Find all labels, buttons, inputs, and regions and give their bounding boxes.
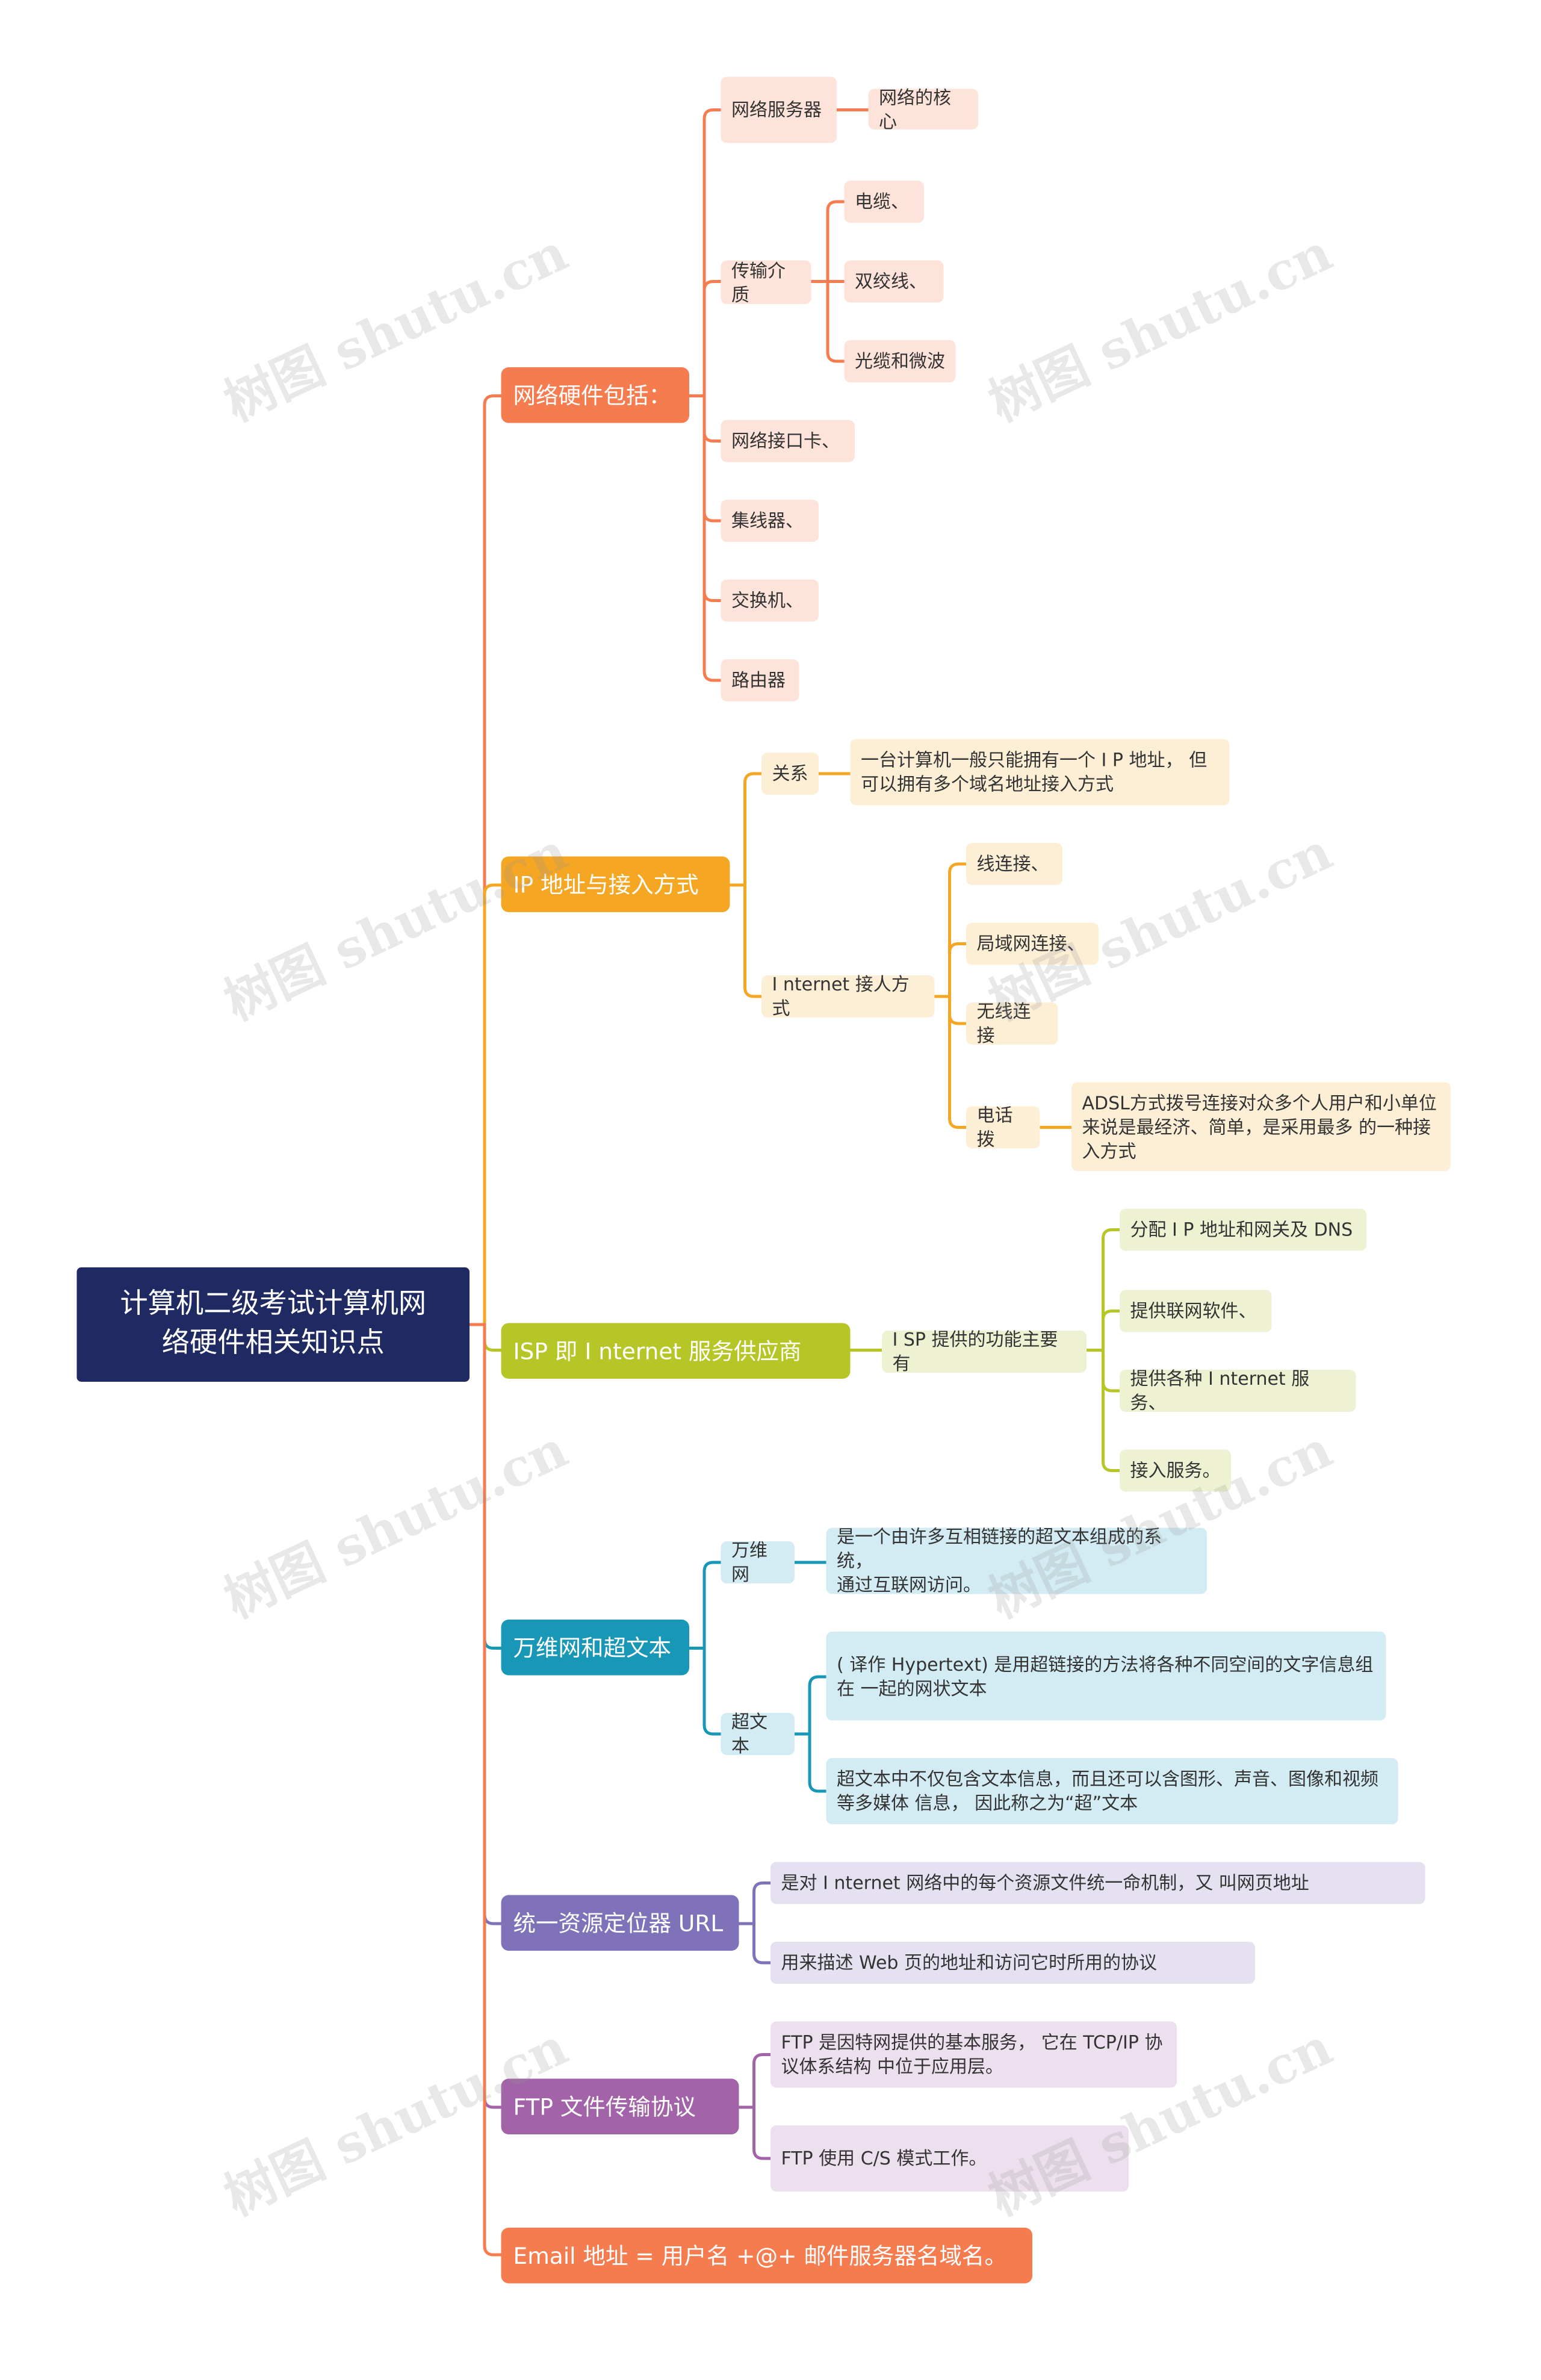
ip-line[interactable]: 线连接、 <box>966 843 1062 885</box>
ip-lan[interactable]: 局域网连接、 <box>966 922 1099 965</box>
hardware-twisted[interactable]: 双绞线、 <box>844 260 944 303</box>
root-link-edge <box>483 394 503 1326</box>
branch-ip[interactable]: IP 地址与接入方式 <box>501 856 730 912</box>
hardware-link-edge <box>702 394 722 602</box>
ip-link-edge <box>743 883 763 998</box>
ftp-link-edge <box>752 2053 772 2109</box>
www-hypertext-text-1[interactable]: ( 译作 Hypertext) 是用超链接的方法将各种不同空间的文字信息组 在 … <box>826 1632 1386 1721</box>
root-link-edge <box>483 1323 503 1352</box>
func-link-edge <box>1102 1228 1121 1352</box>
root-link-edge <box>483 1323 503 1925</box>
access-link-edge <box>948 942 968 998</box>
www-web-text[interactable]: 是一个由许多互相链接的超文本组成的系统， 通过互联网访问。 <box>826 1526 1207 1595</box>
ip-dial-text[interactable]: ADSL方式拨号连接对众多个人用户和小单位 来说是最经济、简单，是采用最多 的一… <box>1071 1082 1451 1171</box>
ip-relation[interactable]: 关系 <box>761 753 819 795</box>
root-link-edge <box>483 1323 503 2109</box>
branch-www[interactable]: 万维网和超文本 <box>501 1620 689 1676</box>
hardware-link-edge <box>702 108 722 397</box>
hardware-router[interactable]: 路由器 <box>721 659 799 701</box>
func-link-edge <box>1102 1310 1121 1352</box>
ip-access[interactable]: I nternet 接人方式 <box>761 974 935 1019</box>
hyper-link-edge <box>808 1732 828 1793</box>
www-link-edge <box>702 1647 722 1736</box>
isp-function-4[interactable]: 接入服务。 <box>1120 1449 1231 1492</box>
url-link-edge <box>752 1922 772 1965</box>
hardware-link-edge <box>702 394 722 443</box>
branch-hardware[interactable]: 网络硬件包括： <box>501 367 689 423</box>
isp-function-3[interactable]: 提供各种 I nternet 服务、 <box>1120 1369 1356 1414</box>
ftp-link-edge <box>752 2105 772 2160</box>
ip-wireless[interactable]: 无线连接 <box>966 1001 1058 1046</box>
hardware-nic[interactable]: 网络接口卡、 <box>721 420 855 462</box>
branch-isp[interactable]: ISP 即 I nternet 服务供应商 <box>501 1323 851 1379</box>
isp-function-2[interactable]: 提供联网软件、 <box>1120 1290 1272 1332</box>
media-link-edge <box>826 280 846 363</box>
isp-functions[interactable]: I SP 提供的功能主要有 <box>882 1329 1087 1375</box>
url-text-2[interactable]: 用来描述 Web 页的地址和访问它时所用的协议 <box>770 1942 1255 1984</box>
ip-dial[interactable]: 电话拨 <box>966 1105 1040 1150</box>
access-link-edge <box>948 862 968 998</box>
func-link-edge <box>1102 1349 1121 1393</box>
branch-ftp[interactable]: FTP 文件传输协议 <box>501 2078 739 2134</box>
branch-email[interactable]: Email 地址 = 用户名 +@+ 邮件服务器名域名。 <box>501 2228 1032 2284</box>
ip-relation-text[interactable]: 一台计算机一般只能拥有一个 I P 地址， 但 可以拥有多个域名地址接入方式 <box>850 739 1230 806</box>
access-link-edge <box>948 995 968 1129</box>
branch-url[interactable]: 统一资源定位器 URL <box>501 1895 739 1951</box>
root-link-edge <box>483 883 503 1326</box>
func-link-edge <box>1102 1349 1121 1472</box>
www-web[interactable]: 万维网 <box>721 1540 795 1585</box>
hardware-fiber[interactable]: 光缆和微波 <box>844 340 956 382</box>
www-hypertext-text-2[interactable]: 超文本中不仅包含文本信息，而且还可以含图形、声音、图像和视频 等多媒体 信息， … <box>826 1758 1398 1824</box>
hardware-cable[interactable]: 电缆、 <box>844 181 924 223</box>
access-link-edge <box>948 995 968 1025</box>
media-link-edge <box>826 200 846 283</box>
hardware-hub[interactable]: 集线器、 <box>721 500 819 542</box>
hardware-server-core[interactable]: 网络的核心 <box>868 87 978 132</box>
ftp-text-2[interactable]: FTP 使用 C/S 模式工作。 <box>770 2125 1129 2192</box>
root-node[interactable]: 计算机二级考试计算机网 络硬件相关知识点 <box>76 1267 470 1382</box>
url-link-edge <box>752 1881 772 1925</box>
hardware-link-edge <box>702 394 722 523</box>
hardware-link-edge <box>702 394 722 682</box>
ftp-text-1[interactable]: FTP 是因特网提供的基本服务， 它在 TCP/IP 协 议体系结构 中位于应用… <box>770 2021 1177 2088</box>
url-text-1[interactable]: 是对 I nternet 网络中的每个资源文件统一命机制，又 叫网页地址 <box>770 1862 1425 1904</box>
hardware-server[interactable]: 网络服务器 <box>721 76 837 143</box>
ip-link-edge <box>743 772 763 887</box>
www-hypertext[interactable]: 超文本 <box>721 1712 795 1757</box>
hardware-switch[interactable]: 交换机、 <box>721 579 819 622</box>
hardware-link-edge <box>702 280 722 397</box>
hardware-media[interactable]: 传输介质 <box>721 259 811 305</box>
www-link-edge <box>702 1561 722 1650</box>
isp-function-1[interactable]: 分配 I P 地址和网关及 DNS <box>1120 1208 1366 1251</box>
hyper-link-edge <box>808 1675 828 1736</box>
root-link-edge <box>483 1323 503 2257</box>
root-link-edge <box>483 1323 503 1650</box>
